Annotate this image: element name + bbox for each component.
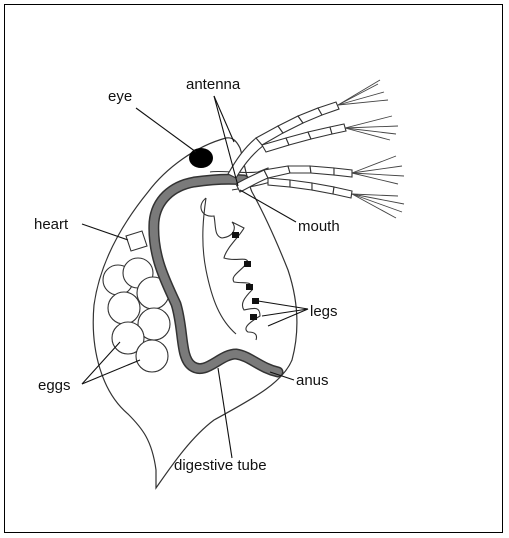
label-legs: legs bbox=[310, 303, 338, 320]
label-anus: anus bbox=[296, 372, 329, 389]
upper-antenna-setae bbox=[338, 80, 398, 140]
lower-antenna bbox=[236, 166, 352, 198]
leg-tip bbox=[250, 314, 257, 320]
label-eggs: eggs bbox=[38, 377, 71, 394]
eye-leader bbox=[136, 108, 196, 152]
leg-tip bbox=[246, 284, 253, 290]
leg-tip bbox=[232, 232, 239, 238]
label-eye: eye bbox=[108, 88, 132, 105]
leg-tip bbox=[252, 298, 259, 304]
egg bbox=[136, 340, 168, 372]
label-heart: heart bbox=[34, 216, 69, 233]
lower-antenna-setae bbox=[352, 156, 404, 218]
egg bbox=[108, 292, 140, 324]
label-mouth: mouth bbox=[298, 218, 340, 235]
leg-tip bbox=[244, 261, 251, 267]
label-digestive-tube: digestive tube bbox=[174, 457, 267, 474]
label-antenna: antenna bbox=[186, 76, 241, 93]
eye-shape bbox=[189, 148, 213, 168]
